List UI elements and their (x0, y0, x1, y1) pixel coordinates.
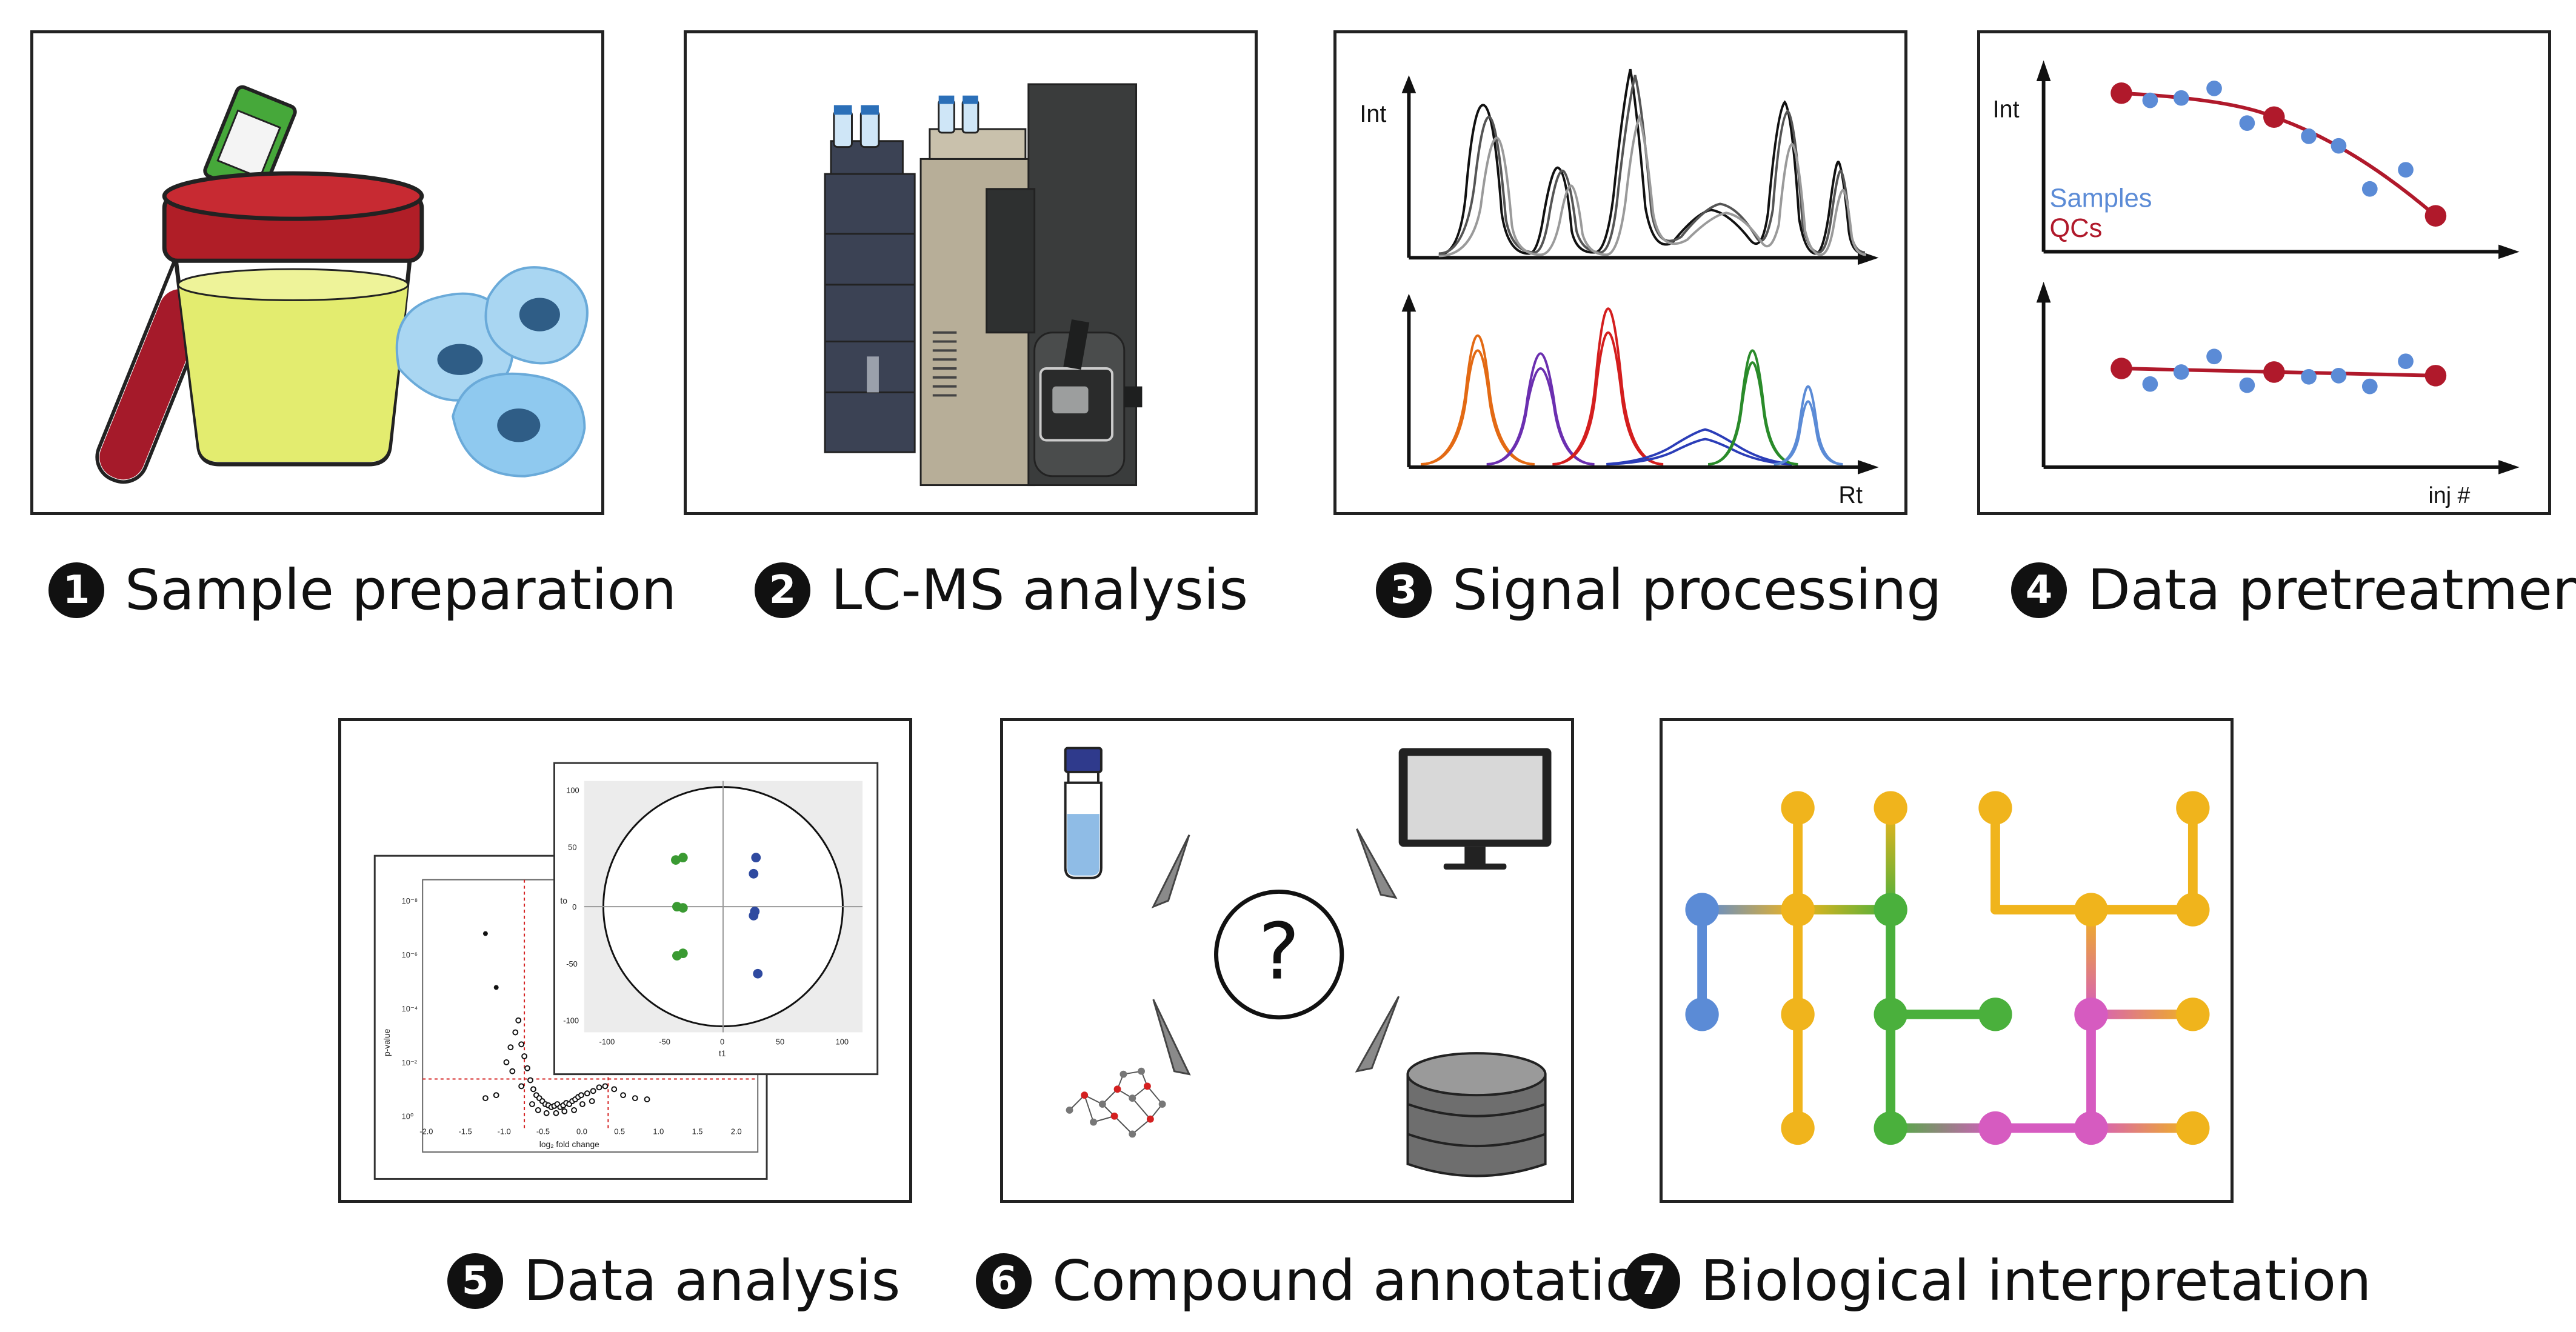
volcano-y-tick: 10⁻⁸ (402, 896, 418, 905)
step-5-number: 5 (447, 1253, 503, 1309)
step-1-label: Sample preparation (125, 558, 677, 622)
pca-y-tick: 0 (572, 902, 576, 911)
pca-x-tick: -100 (599, 1037, 615, 1046)
step-1-caption: 1 Sample preparation (48, 558, 676, 622)
biological-interpretation-panel (1660, 718, 2234, 1203)
pca-x-label: t1 (719, 1048, 726, 1058)
before-correction-axes (2036, 60, 2520, 259)
database-icon (1406, 1052, 1547, 1177)
lc-system-icon (824, 105, 916, 453)
drift-correction-illustration: Int Samples QCs inj # (1993, 60, 2520, 508)
step-3-number: 3 (1376, 562, 1432, 618)
pca-x-tick: 0 (720, 1037, 724, 1046)
after-qc-points (2111, 358, 2447, 387)
step-2-caption: 2 LC-MS analysis (755, 558, 1248, 622)
after-sample-points (2142, 348, 2414, 395)
before-sample-points (2142, 81, 2414, 197)
volcano-y-tick: 10⁻² (402, 1058, 418, 1067)
step-6-label: Compound annotation (1052, 1248, 1675, 1313)
pca-group-blue (749, 853, 763, 979)
step-5-label: Data analysis (524, 1248, 901, 1313)
cells-icon (395, 266, 589, 478)
arrow-wedges (1151, 828, 1400, 1076)
before-qc-points (2111, 82, 2447, 227)
volcano-x-tick: -1.5 (458, 1127, 472, 1136)
step-3-label: Signal processing (1452, 558, 1942, 622)
pca-x-tick: -50 (659, 1037, 670, 1046)
pca-x-tick: 50 (776, 1037, 784, 1046)
step-2-number: 2 (755, 562, 810, 618)
legend-qcs: QCs (2049, 214, 2102, 243)
aligned-x-axis-label: Rt (1838, 482, 1863, 508)
mass-spectrometer-icon (986, 83, 1143, 487)
data-pretreatment-panel: Int Samples QCs inj # (1977, 30, 2551, 515)
network-icon (1069, 1070, 1163, 1135)
volcano-y-tick: 10⁻⁶ (402, 950, 418, 959)
step-4-caption: 4 Data pretreatment (2011, 558, 2576, 622)
pca-group-green (671, 853, 688, 961)
pathway-edges (1697, 803, 2198, 1133)
pca-y-tick: 50 (568, 842, 576, 851)
volcano-y-tick: 10⁰ (402, 1112, 413, 1121)
step-6-caption: 6 Compound annotation (976, 1248, 1675, 1313)
step-2-label: LC-MS analysis (831, 558, 1249, 622)
volcano-points (482, 1017, 650, 1116)
pca-y-label: to (560, 896, 567, 905)
pca-y-tick: -100 (563, 1016, 579, 1025)
step-7-caption: 7 Biological interpretation (1624, 1248, 2371, 1313)
annotation-illustration: ? (1064, 747, 1552, 1177)
pathway-network-illustration (1685, 791, 2210, 1145)
step-6-number: 6 (976, 1253, 1032, 1309)
volcano-x-tick: -0.5 (536, 1127, 550, 1136)
lcms-analysis-panel (684, 30, 1258, 515)
volcano-x-tick: 1.0 (653, 1127, 664, 1136)
statistics-illustration: p-value 10⁻⁸ 10⁻⁶ 10⁻⁴ 10⁻² 10⁰ -2.0 -1.… (373, 762, 879, 1180)
volcano-x-tick: 0.0 (576, 1127, 587, 1136)
aligned-chromatogram-traces (1421, 307, 1843, 465)
raw-y-axis-label: Int (1360, 101, 1386, 127)
signal-processing-panel: Int Rt (1333, 30, 1907, 515)
raw-chromatogram-traces (1438, 68, 1867, 258)
sample-preparation-illustration (95, 85, 589, 484)
pca-y-tick: 100 (566, 786, 579, 795)
computer-monitor-icon (1398, 748, 1552, 870)
volcano-x-tick: 2.0 (731, 1127, 742, 1136)
question-mark-icon (1214, 889, 1344, 1020)
compound-annotation-panel: ? (1000, 718, 1574, 1203)
vial-icon (1064, 747, 1103, 879)
chromatogram-illustration: Int Rt (1360, 68, 1879, 508)
step-1-number: 1 (48, 562, 104, 618)
pretreatment-x-axis-label: inj # (2429, 482, 2471, 508)
volcano-y-label: p-value (382, 1028, 392, 1056)
volcano-x-tick: -1.0 (498, 1127, 511, 1136)
step-3-caption: 3 Signal processing (1376, 558, 1942, 622)
step-7-label: Biological interpretation (1701, 1248, 2372, 1313)
data-analysis-panel: p-value 10⁻⁸ 10⁻⁶ 10⁻⁴ 10⁻² 10⁰ -2.0 -1.… (338, 718, 912, 1203)
step-5-caption: 5 Data analysis (447, 1248, 900, 1313)
legend-samples: Samples (2049, 184, 2152, 213)
volcano-x-tick: 1.5 (692, 1127, 703, 1136)
step-7-number: 7 (1624, 1253, 1680, 1309)
after-correction-axes (2036, 281, 2520, 475)
volcano-x-tick: 0.5 (614, 1127, 625, 1136)
aligned-chromatogram-axes (1401, 293, 1879, 475)
pca-x-tick: 100 (836, 1037, 849, 1046)
pathway-nodes (1685, 791, 2210, 1145)
volcano-x-tick: -2.0 (419, 1127, 433, 1136)
question-mark-symbol: ? (1258, 907, 1300, 997)
urine-container-icon (162, 171, 424, 467)
step-4-label: Data pretreatment (2087, 558, 2576, 622)
volcano-y-tick: 10⁻⁴ (402, 1004, 418, 1013)
pretreatment-y-axis-label: Int (1993, 96, 2020, 122)
step-4-number: 4 (2011, 562, 2067, 618)
lcms-instrument-illustration (824, 83, 1143, 487)
network-nodes (1066, 1067, 1166, 1138)
sample-preparation-panel (30, 30, 604, 515)
pca-score-plot: 100 50 0 -50 -100 to -100 -50 0 50 100 t… (553, 762, 879, 1076)
pca-y-tick: -50 (566, 959, 578, 968)
volcano-x-label: log₂ fold change (539, 1139, 599, 1149)
